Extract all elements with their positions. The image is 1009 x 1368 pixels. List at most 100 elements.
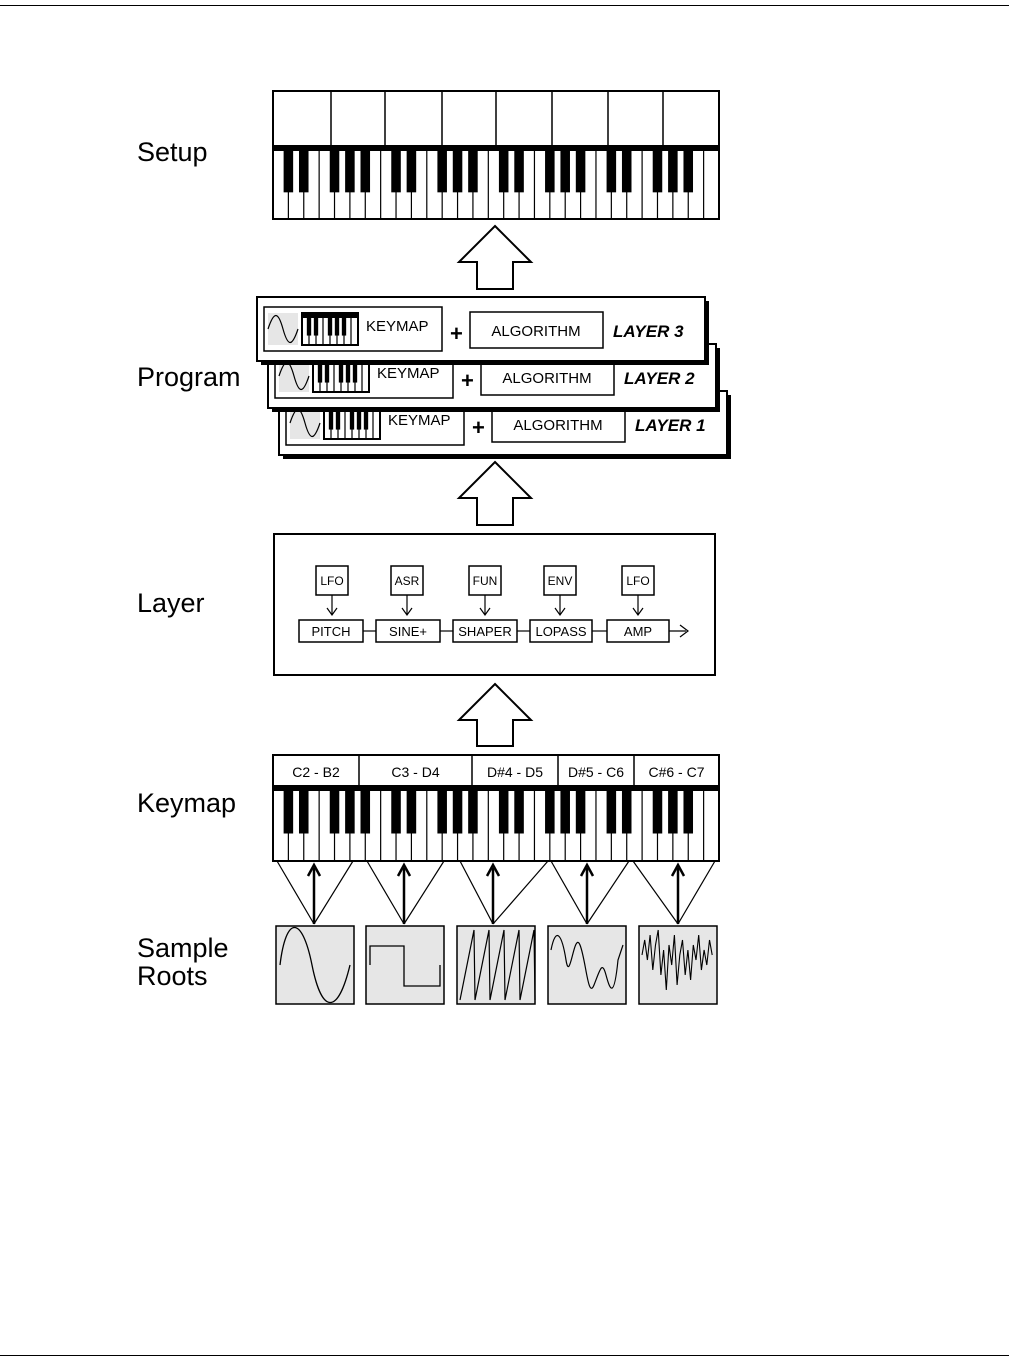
modulator-box xyxy=(315,565,349,596)
modulator-label: LFO xyxy=(320,574,343,588)
black-key xyxy=(545,790,555,834)
keyboard-frame xyxy=(272,785,720,862)
sample-roots xyxy=(275,860,718,1005)
black-key xyxy=(514,790,524,834)
black-key xyxy=(406,790,417,834)
up-arrow-icon xyxy=(396,862,412,877)
dsp-block xyxy=(529,619,593,643)
black-key xyxy=(391,150,401,193)
black-key xyxy=(349,411,355,430)
sine-wave-icon xyxy=(279,927,351,1003)
dsp-block xyxy=(606,619,670,643)
plus-sign: + xyxy=(450,321,463,346)
dsp-block-label: SINE+ xyxy=(389,624,427,639)
layer-name: LAYER 1 xyxy=(635,416,706,435)
dsp-block-label: LOPASS xyxy=(535,624,586,639)
black-key xyxy=(313,317,319,336)
up-arrow-icon xyxy=(306,862,322,877)
black-key xyxy=(283,790,294,834)
dsp-block-label: AMP xyxy=(624,624,652,639)
label-sample: Sample xyxy=(137,933,229,963)
black-key xyxy=(468,790,478,834)
top-rule xyxy=(0,5,1009,6)
dsp-block xyxy=(298,619,364,643)
label-program: Program xyxy=(137,362,241,392)
black-key xyxy=(652,150,663,193)
mini-keyboard-icon xyxy=(301,312,359,346)
black-key xyxy=(317,364,323,383)
keymap-spread-line xyxy=(313,860,354,925)
black-key xyxy=(452,790,463,834)
black-key xyxy=(345,364,351,383)
black-key xyxy=(668,150,678,193)
sine-wave-icon xyxy=(289,408,321,438)
modulator-label: ASR xyxy=(395,574,420,588)
algorithm-label: ALGORITHM xyxy=(502,370,591,387)
black-key xyxy=(575,790,586,834)
keymap-label: KEYMAP xyxy=(388,412,451,429)
sample-box xyxy=(365,925,445,1005)
keymap-range-label: C2 - B2 xyxy=(292,764,340,780)
black-key xyxy=(391,790,401,834)
black-key xyxy=(360,150,371,193)
black-key xyxy=(335,411,341,430)
keymap-spread-line xyxy=(550,860,588,925)
modulator-box xyxy=(390,565,424,596)
down-arrow-icon xyxy=(401,607,413,617)
black-key xyxy=(328,411,334,430)
keymap-spread-line xyxy=(276,860,315,925)
sample-box xyxy=(456,925,536,1005)
output-arrowhead-icon xyxy=(679,624,689,638)
black-key xyxy=(306,317,312,336)
black-key xyxy=(606,150,617,193)
keymap-range-label: D#5 - C6 xyxy=(568,764,624,780)
layer-name: LAYER 2 xyxy=(624,369,695,388)
keymap-range-label: C#6 - C7 xyxy=(648,764,704,780)
label-roots: Roots xyxy=(137,961,208,991)
keymap-spread-line xyxy=(492,860,549,925)
black-key xyxy=(338,364,344,383)
keymap-spread-line xyxy=(586,860,630,925)
black-key xyxy=(668,790,678,834)
black-key xyxy=(356,411,362,430)
black-key xyxy=(327,317,333,336)
arrow-layer-to-program xyxy=(456,460,534,526)
black-key xyxy=(621,150,632,193)
sine-wave-icon xyxy=(267,314,299,344)
up-arrow-icon xyxy=(485,862,501,877)
modulator-label: LFO xyxy=(626,574,649,588)
arrow-keymap-to-layer xyxy=(456,682,534,747)
label-setup: Setup xyxy=(137,137,208,167)
keymap-spread-line xyxy=(366,860,405,925)
black-key xyxy=(329,150,340,193)
black-key xyxy=(560,150,570,193)
complex-wave-icon xyxy=(550,934,624,989)
black-key xyxy=(437,150,447,193)
sawtooth-wave-icon xyxy=(459,929,536,1001)
black-key xyxy=(514,150,524,193)
black-key xyxy=(345,790,355,834)
down-arrow-icon xyxy=(554,607,566,617)
plus-sign: + xyxy=(472,415,485,440)
label-layer: Layer xyxy=(137,588,205,618)
keymap-range-label: C3 - D4 xyxy=(391,764,439,780)
setup-keyboard xyxy=(272,90,720,220)
black-key xyxy=(406,150,417,193)
black-key xyxy=(560,790,570,834)
black-key xyxy=(683,150,694,193)
label-keymap: Keymap xyxy=(137,788,237,818)
noise-wave-icon xyxy=(641,929,713,991)
down-arrow-icon xyxy=(326,607,338,617)
keymap-label: KEYMAP xyxy=(377,365,440,382)
keyboard-frame xyxy=(272,145,720,220)
up-arrow-icon xyxy=(670,862,686,877)
black-key xyxy=(283,150,294,193)
bottom-rule xyxy=(0,1355,1009,1356)
black-key xyxy=(334,317,340,336)
black-key xyxy=(683,790,694,834)
